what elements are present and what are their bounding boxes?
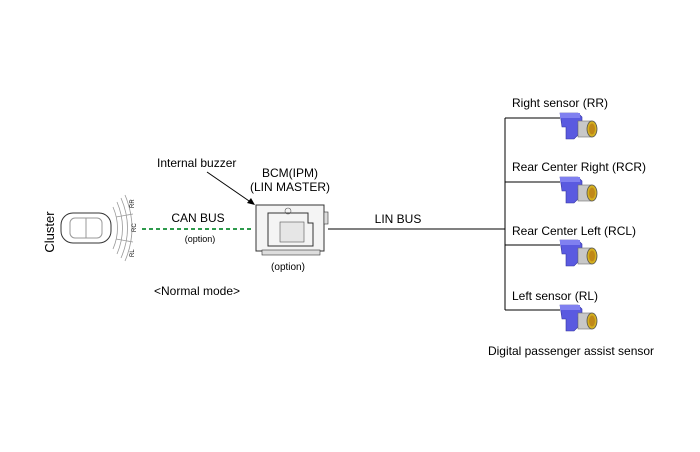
- bcm-note: (option): [271, 262, 305, 273]
- sensing-zones-icon: [112, 194, 134, 262]
- zone-label-rl: RL: [130, 249, 136, 257]
- sensor-label: Rear Center Left (RCL): [512, 224, 636, 238]
- sensor-label: Rear Center Right (RCR): [512, 160, 646, 174]
- bcm-subtitle: (LIN MASTER): [250, 180, 330, 194]
- sensor-rl: Left sensor (RL): [505, 289, 598, 332]
- car-icon: [60, 212, 112, 244]
- lin-bus-label: LIN BUS: [375, 212, 422, 226]
- zone-label-rc: RC: [132, 223, 138, 232]
- cluster-label: Cluster: [42, 211, 57, 253]
- bcm-module-icon: [255, 204, 329, 256]
- sensor-label: Right sensor (RR): [512, 96, 608, 110]
- sensor-icon: [559, 304, 598, 332]
- sensor-group-label: Digital passenger assist sensor: [488, 344, 654, 358]
- sensor-label: Left sensor (RL): [512, 289, 598, 303]
- bcm-title: BCM(IPM): [262, 166, 318, 180]
- mode-label: <Normal mode>: [154, 284, 240, 298]
- sensor-rcr: Rear Center Right (RCR): [505, 160, 646, 204]
- sensor-icon: [559, 239, 598, 267]
- can-bus-label: CAN BUS: [171, 211, 224, 225]
- sensor-rcl: Rear Center Left (RCL): [505, 224, 636, 267]
- buzzer-label: Internal buzzer: [157, 156, 236, 170]
- sensor-icon: [559, 176, 598, 204]
- can-bus-note: (option): [185, 234, 216, 244]
- zone-label-rr: RR: [130, 199, 136, 208]
- buzzer-arrow: [206, 171, 253, 204]
- sensor-icon: [559, 112, 598, 140]
- sensor-rr: Right sensor (RR): [505, 96, 608, 140]
